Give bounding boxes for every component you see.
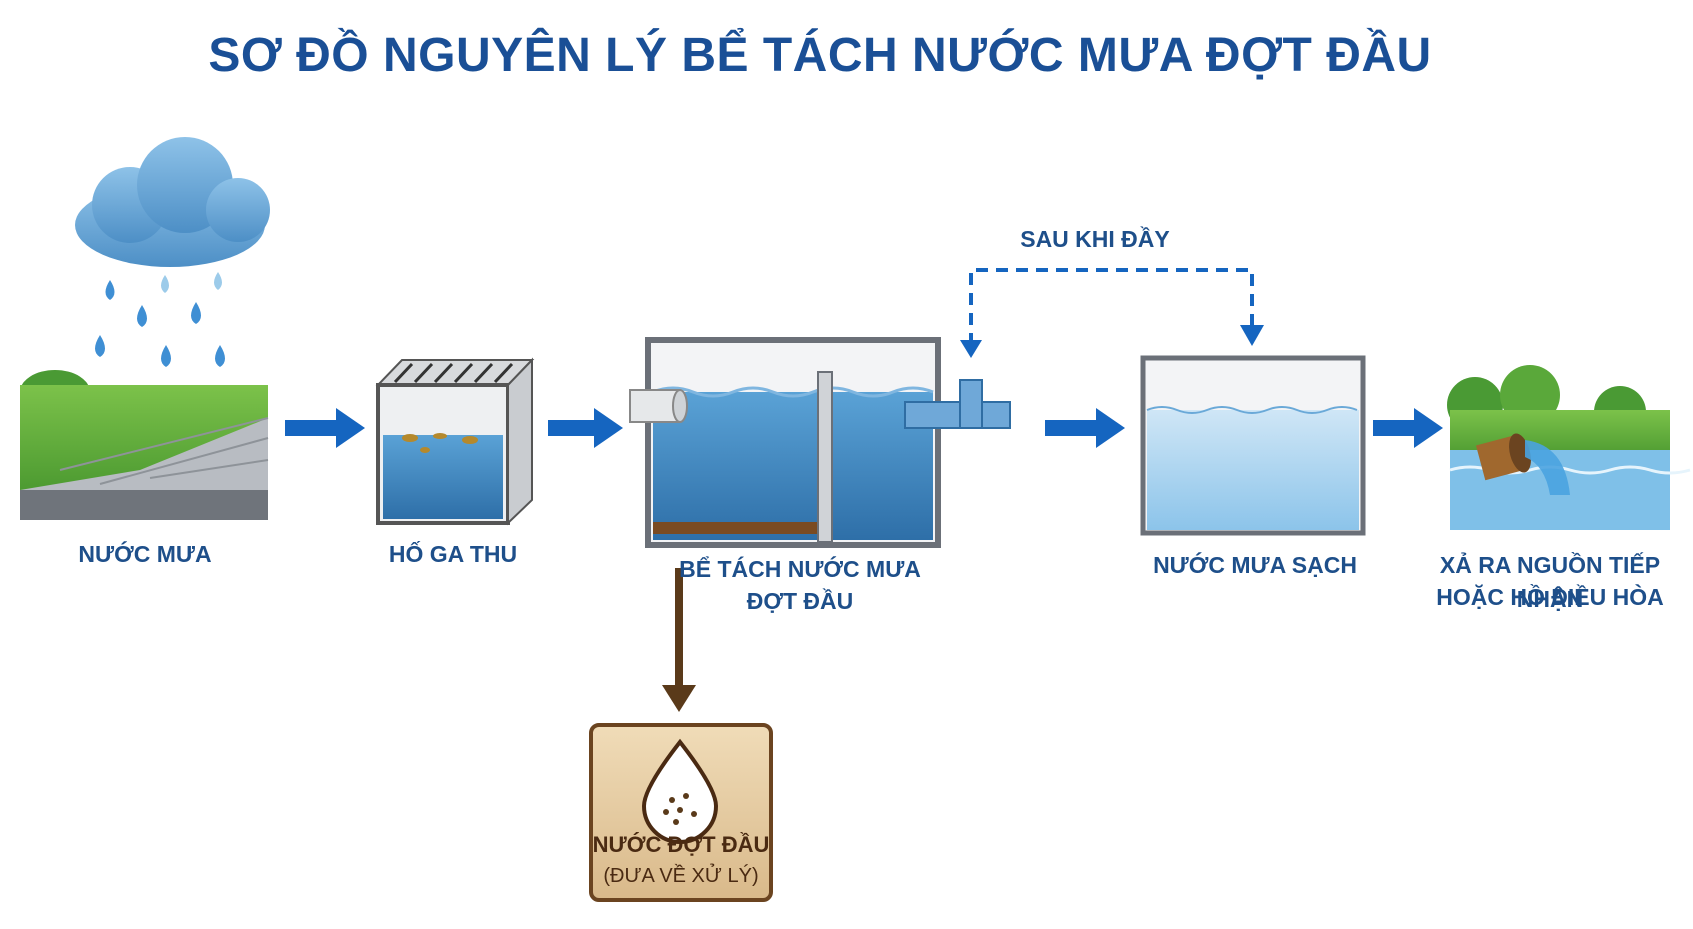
flow-arrows bbox=[285, 408, 1443, 448]
first-flush-subtitle: (ĐƯA VỀ XỬ LÝ) bbox=[603, 863, 758, 887]
catch-basin-icon bbox=[375, 357, 535, 526]
arrow-right-icon bbox=[285, 408, 365, 448]
label-catch-basin: HỐ GA THU bbox=[388, 541, 518, 567]
label-rain: NƯỚC MƯA bbox=[78, 541, 212, 567]
cloud-icon bbox=[75, 137, 270, 267]
raindrops-icon bbox=[95, 272, 225, 367]
arrow-right-icon bbox=[1373, 408, 1443, 448]
overflow-dashed-arrow bbox=[960, 268, 1264, 358]
label-separator-line2: ĐỢT ĐẦU bbox=[746, 588, 854, 614]
outlet-pipe-icon bbox=[904, 379, 1011, 429]
drain-pipe-icon bbox=[1475, 433, 1570, 495]
first-flush-arrow bbox=[662, 568, 696, 712]
first-flush-box: NƯỚC ĐỢT ĐẦU (ĐƯA VỀ XỬ LÝ) bbox=[589, 723, 773, 902]
first-flush-title: NƯỚC ĐỢT ĐẦU bbox=[593, 832, 770, 857]
label-clean-water: NƯỚC MƯA SẠCH bbox=[1153, 552, 1357, 578]
separator-tank-icon bbox=[629, 337, 1011, 548]
overflow-label: SAU KHI ĐẦY bbox=[1020, 225, 1170, 252]
arrow-right-icon bbox=[1045, 408, 1125, 448]
label-separator-line1: BỂ TÁCH NƯỚC MƯA bbox=[679, 556, 921, 582]
label-discharge-line1: XẢ RA NGUỒN TIẾP NHẬN bbox=[1439, 552, 1661, 612]
clean-water-tank-icon bbox=[1140, 355, 1366, 536]
arrow-right-icon bbox=[548, 408, 623, 448]
discharge-illustration bbox=[1447, 365, 1691, 530]
rain-illustration bbox=[20, 137, 270, 520]
page-title: SƠ ĐỒ NGUYÊN LÝ BỂ TÁCH NƯỚC MƯA ĐỢT ĐẦU bbox=[208, 29, 1432, 82]
dirty-drop-icon bbox=[641, 738, 719, 844]
inlet-pipe-icon bbox=[629, 389, 688, 423]
ground-pavement-icon bbox=[20, 370, 269, 520]
label-discharge-line2: HOẶC HỒ ĐIỀU HÒA bbox=[1436, 584, 1664, 610]
